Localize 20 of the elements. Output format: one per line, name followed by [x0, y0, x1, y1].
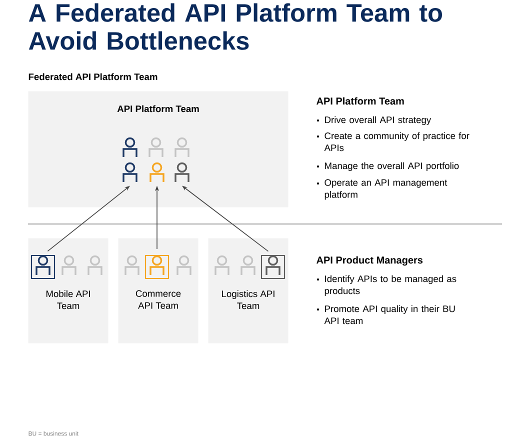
person-icon [150, 162, 164, 183]
person-icon [260, 254, 286, 280]
bullet-item: Operate an API management platform [316, 179, 448, 200]
team-box: Commerce API Team [118, 238, 198, 344]
person-icon [30, 254, 56, 280]
team-box: Mobile API Team [28, 238, 108, 344]
person-icon [144, 254, 170, 280]
team-box: API Platform Team [28, 91, 288, 208]
bullet-item: Manage the overall API portfolio [316, 162, 459, 171]
bullet-item: Create a community of practice for APIs [316, 132, 470, 152]
person-icon [122, 162, 138, 183]
section-heading: API Platform Team [316, 97, 404, 105]
bullet-item: Identify APIs to be managed as products [316, 275, 456, 296]
section-heading: Federated API Platform Team [28, 73, 158, 80]
bullet-item: Promote API quality in their BU API team [316, 305, 455, 324]
person-icon [174, 162, 190, 183]
bullet-item: Drive overall API strategy [316, 116, 432, 125]
team-box: Logistics API Team [208, 238, 288, 344]
title: A Federated API Platform Team to Avoid Bottlenecks [28, 3, 442, 50]
section-heading: API Product Managers [316, 256, 423, 266]
